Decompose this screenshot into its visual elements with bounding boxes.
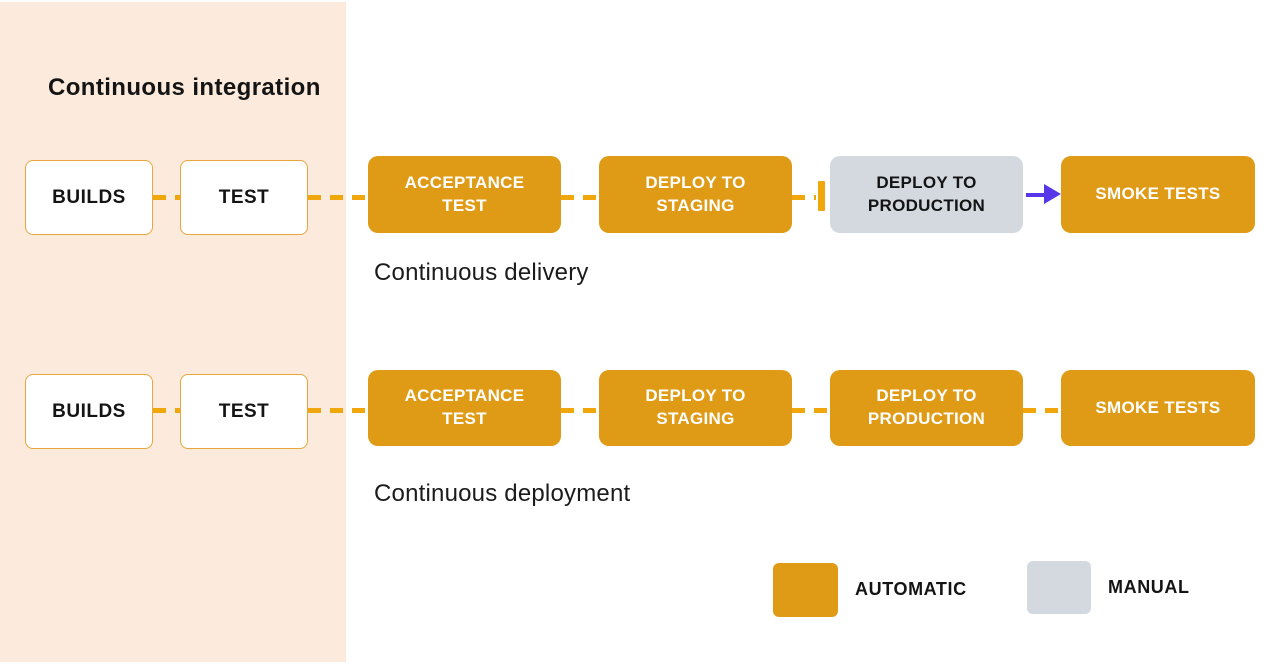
deploy-to-production-box-row1: DEPLOY TO PRODUCTION — [830, 156, 1023, 233]
stage-label: SMOKE TESTS — [1095, 184, 1221, 204]
stage-label: ACCEPTANCE TEST — [404, 172, 525, 215]
deploy-to-staging-box-row2: DEPLOY TO STAGING — [599, 370, 792, 446]
dashed-connector — [792, 408, 830, 413]
legend-manual-swatch — [1027, 561, 1091, 614]
dashed-connector — [561, 408, 599, 413]
test-box-row1: TEST — [180, 160, 308, 235]
acceptance-test-box-row2: ACCEPTANCE TEST — [368, 370, 561, 446]
stage-label: SMOKE TESTS — [1095, 397, 1221, 417]
continuous-delivery-label: Continuous delivery — [374, 259, 589, 286]
stage-label: DEPLOY TO STAGING — [645, 386, 746, 428]
dashed-connector — [308, 408, 368, 413]
legend-automatic-swatch — [773, 563, 838, 617]
stage-label: DEPLOY TO PRODUCTION — [867, 386, 986, 428]
stage-label: DEPLOY TO PRODUCTION — [867, 172, 986, 215]
continuous-integration-panel — [0, 2, 346, 662]
dashed-connector — [1023, 408, 1061, 413]
test-label: TEST — [218, 186, 270, 208]
legend-automatic-label: AUTOMATIC — [855, 579, 967, 599]
dashed-connector — [153, 408, 180, 413]
manual-trigger-arrow — [1026, 192, 1048, 197]
builds-label: BUILDS — [52, 400, 126, 422]
dashed-connector — [561, 195, 599, 200]
continuous-deployment-label: Continuous deployment — [374, 480, 631, 507]
stage-label: ACCEPTANCE TEST — [404, 386, 525, 428]
test-label: TEST — [218, 400, 270, 422]
legend-manual-label: MANUAL — [1108, 577, 1190, 597]
continuous-integration-title: Continuous integration — [48, 74, 321, 101]
deploy-to-staging-box-row1: DEPLOY TO STAGING — [599, 156, 792, 233]
stage-label: DEPLOY TO STAGING — [645, 172, 746, 215]
smoke-tests-box-row1: SMOKE TESTS — [1061, 156, 1255, 233]
arrow-right-icon — [1044, 184, 1061, 204]
dashed-connector — [308, 195, 368, 200]
dashed-connector — [792, 195, 816, 200]
builds-box-row1: BUILDS — [25, 160, 153, 235]
test-box-row2: TEST — [180, 374, 308, 449]
builds-box-row2: BUILDS — [25, 374, 153, 449]
acceptance-test-box-row1: ACCEPTANCE TEST — [368, 156, 561, 233]
dashed-connector — [153, 195, 180, 200]
manual-gate-bar-icon — [818, 181, 825, 211]
deploy-to-production-box-row2: DEPLOY TO PRODUCTION — [830, 370, 1023, 446]
builds-label: BUILDS — [52, 186, 126, 208]
smoke-tests-box-row2: SMOKE TESTS — [1061, 370, 1255, 446]
